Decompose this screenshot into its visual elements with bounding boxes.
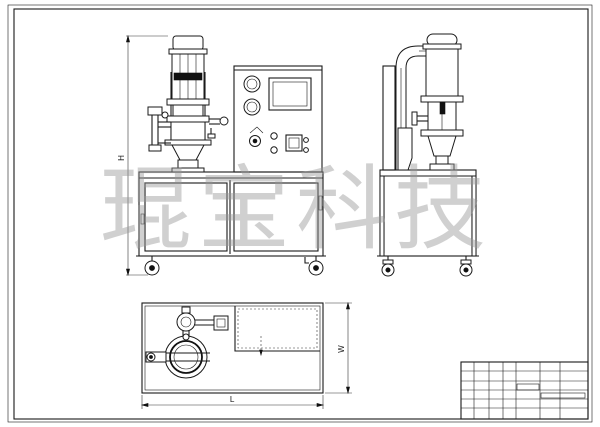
control-knobs bbox=[249, 132, 309, 154]
dimension-height-label: H bbox=[117, 155, 126, 161]
front-cabinet-door-left bbox=[144, 182, 228, 252]
front-cabinet-door-right bbox=[233, 182, 319, 252]
front-top-cap bbox=[172, 35, 204, 51]
plan-outline bbox=[141, 302, 324, 394]
side-wheel-left bbox=[381, 256, 395, 277]
front-view: H bbox=[117, 34, 326, 277]
gauge-lower bbox=[243, 98, 261, 116]
front-wheel-right bbox=[308, 256, 324, 276]
sheet-inner-border bbox=[13, 8, 589, 420]
plan-valve-box bbox=[213, 315, 229, 331]
plan-view: W L bbox=[140, 301, 352, 409]
gauge-upper bbox=[243, 75, 261, 93]
dimension-length-label: L bbox=[230, 395, 235, 404]
side-cabinet bbox=[379, 169, 477, 257]
front-cabinet bbox=[138, 171, 324, 257]
control-panel bbox=[233, 65, 323, 173]
front-reactor-bowl bbox=[170, 121, 206, 141]
front-cone bbox=[171, 144, 205, 161]
side-column-body bbox=[425, 48, 459, 97]
side-wheel-right bbox=[459, 256, 473, 277]
side-cone bbox=[427, 135, 457, 157]
dimension-width-label: W bbox=[337, 345, 346, 353]
plan-reactor-ring bbox=[162, 335, 210, 379]
sheet-outer-border bbox=[7, 4, 593, 423]
title-block bbox=[460, 361, 589, 420]
display-screen bbox=[268, 77, 312, 111]
front-wheel-left bbox=[144, 256, 160, 276]
plan-top-column bbox=[176, 306, 229, 341]
side-view bbox=[377, 33, 479, 277]
front-valve-handwheel bbox=[219, 116, 229, 126]
